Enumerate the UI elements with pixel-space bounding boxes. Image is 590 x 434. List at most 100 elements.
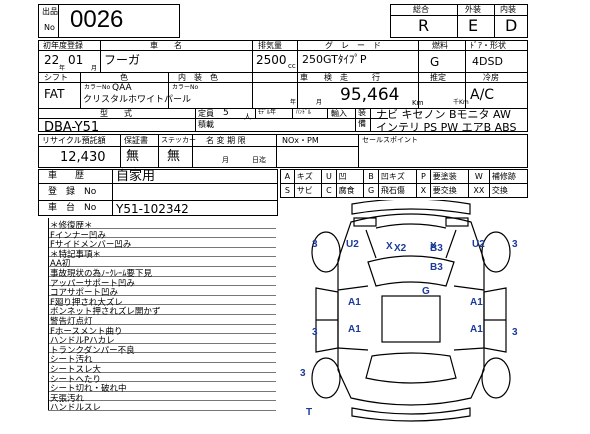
legend-meaning: 要交換 (429, 183, 469, 198)
note-underline (48, 266, 276, 267)
recycle-row (38, 134, 528, 168)
note-underline (48, 304, 276, 306)
note-line: Fサイドメンバー凹み (50, 240, 132, 251)
legend-code: U (321, 169, 337, 184)
exterior-grade: E (468, 16, 479, 35)
note-line: 警告灯点灯 (50, 317, 93, 327)
mileage-value: 95,464 (340, 85, 400, 105)
loading-label: 積載 (198, 120, 214, 129)
mileage-unit: Km (412, 99, 424, 107)
interior-grade: D (505, 16, 518, 35)
door-shape-label: ﾄﾞｱ・形状 (470, 41, 506, 50)
fuel-value: G (430, 55, 440, 69)
legend-meaning: 腐食 (335, 183, 365, 198)
mileage-label: 走 行 (340, 73, 380, 82)
inspection-label: 車 検 (300, 73, 332, 82)
note-line: F廻り押され大ズレ (50, 297, 123, 308)
recycle-label: リサイクル預託額 (42, 136, 106, 145)
damage-mark: U2 (346, 239, 359, 250)
legend-meaning: 飛石傷 (377, 183, 418, 198)
chassis-label: 車 台 No (48, 203, 97, 213)
note-line: シート切れ・破れ中 (50, 384, 127, 395)
color-name: クリスタルホワイトパール (83, 95, 192, 105)
sticker-value: 無 (167, 149, 181, 164)
grade-value: 250GTﾀｲﾌﾟP (302, 53, 367, 66)
note-underline (48, 381, 276, 383)
note-underline (48, 410, 276, 411)
note-line: コアサポート凹み (50, 288, 119, 299)
notes-left-rule (48, 218, 49, 410)
model-value: DBA-Y51 (44, 120, 100, 135)
chassis-value: Y51-102342 (116, 202, 189, 216)
legend-meaning: 交換 (488, 183, 529, 198)
equipment-line2: インテリ PS PW エアB ABS (376, 121, 517, 134)
legend-meaning: 凹 (335, 169, 365, 184)
legend-meaning: キズ (293, 169, 323, 184)
note-underline (48, 342, 276, 344)
nox-label: NOx・PM (282, 136, 319, 145)
ac-label: 冷房 (483, 73, 499, 82)
note-underline (48, 256, 276, 258)
note-underline (48, 333, 276, 335)
damage-mark: 3 (300, 368, 306, 379)
damage-mark: B3 (430, 262, 443, 273)
name-change-day: 日迄 (252, 156, 266, 164)
note-underline (48, 352, 276, 354)
ac-value: A/C (470, 87, 495, 103)
displacement-value: 2500 (256, 53, 287, 67)
color-no-label: カラーNo (84, 84, 111, 91)
lot-label-bottom: No (44, 23, 55, 32)
warranty-value: 無 (126, 149, 140, 164)
shift-label: シフト (44, 73, 68, 82)
legend-code: A (280, 169, 295, 184)
model-label: 型 式 (100, 109, 132, 118)
note-line: Fホースメント曲り (50, 326, 123, 337)
note-line: ＊修復歴＊ (50, 221, 93, 231)
note-underline (48, 362, 276, 363)
damage-mark: T (306, 407, 313, 418)
interior-color-label: 内 装 色 (178, 73, 218, 82)
note-line: トランクダンパー不良 (50, 345, 135, 356)
note-underline (48, 294, 276, 296)
inspection-month-unit: 月 (316, 99, 323, 106)
damage-mark: A1 (348, 324, 361, 335)
interior-label: 内装 (500, 5, 516, 14)
shift-value: FAT (44, 87, 65, 101)
selling-points-label: セールスポイント (362, 136, 418, 144)
capacity-value: 5 (223, 108, 229, 118)
note-underline (48, 371, 276, 373)
note-underline (48, 285, 276, 287)
lot-number: 0026 (70, 6, 124, 33)
car-name-label: 車 名 (150, 41, 182, 50)
exterior-label: 外装 (465, 5, 481, 14)
note-line: シートスレ大 (50, 365, 102, 375)
color-label: 色 (120, 73, 128, 82)
legend-code: XX (467, 183, 490, 198)
legend-meaning: 要塗装 (429, 169, 469, 184)
month-value: 01 (68, 53, 84, 67)
first-reg-label: 初年度登録 (43, 41, 83, 50)
sticker-label: ステッカー (161, 136, 196, 144)
name-change-month: 月 (222, 156, 229, 164)
damage-mark: G (422, 286, 430, 297)
capacity-unit: 人 (244, 113, 251, 121)
damage-mark: 3 (312, 327, 318, 338)
damage-mark: B3 (430, 243, 443, 254)
note-underline (48, 227, 276, 229)
legend-code: C (321, 183, 337, 198)
equipment-label-1: 装 (358, 108, 366, 117)
name-change-label: 名 変 期 限 (206, 136, 246, 145)
estimate-label: 推定 (430, 73, 446, 82)
legend-code: W (467, 169, 490, 184)
car-damage-diagram (311, 200, 511, 422)
import-label: 輸入 (331, 109, 347, 118)
warranty-label: 保証書 (124, 136, 148, 145)
overall-grade: R (418, 16, 430, 35)
note-underline (48, 323, 276, 325)
note-line: ハンドルスレ (50, 403, 102, 414)
recycle-value: 12,430 (60, 150, 106, 165)
damage-mark: 3 (512, 327, 518, 338)
